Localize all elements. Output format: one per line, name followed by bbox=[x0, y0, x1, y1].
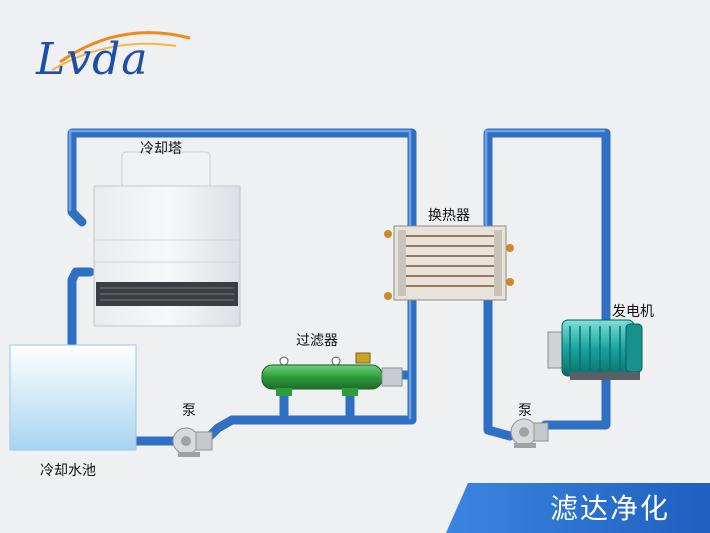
pump-right-shape bbox=[510, 418, 549, 448]
heat-exchanger-label: 换热器 bbox=[428, 208, 470, 224]
pump-left-label: 泵 bbox=[182, 403, 196, 419]
logo-text: Lvda bbox=[36, 34, 149, 85]
generator-unit bbox=[547, 319, 643, 380]
lvda-logo-mark bbox=[51, 31, 191, 71]
brand-banner-text: 滤达净化 bbox=[549, 492, 670, 525]
pipe-pump-up bbox=[205, 415, 237, 441]
heat-exchanger-unit bbox=[384, 225, 514, 301]
cooling-tower-label: 冷却塔 bbox=[140, 141, 182, 157]
generator-label: 发电机 bbox=[612, 304, 654, 320]
cooling-pool bbox=[9, 344, 137, 451]
pipe-tower-return bbox=[67, 267, 95, 350]
brand-banner-shape bbox=[446, 483, 710, 533]
pump-right-label: 泵 bbox=[518, 403, 532, 419]
pipe-top-loop bbox=[67, 128, 417, 425]
cooling-tower bbox=[93, 151, 241, 327]
filter-label: 过滤器 bbox=[296, 333, 338, 349]
cooling-pool-label: 冷却水池 bbox=[40, 463, 96, 479]
pump-left-shape bbox=[172, 427, 213, 457]
pipe-right-return bbox=[483, 277, 515, 441]
filter-unit bbox=[261, 352, 403, 396]
